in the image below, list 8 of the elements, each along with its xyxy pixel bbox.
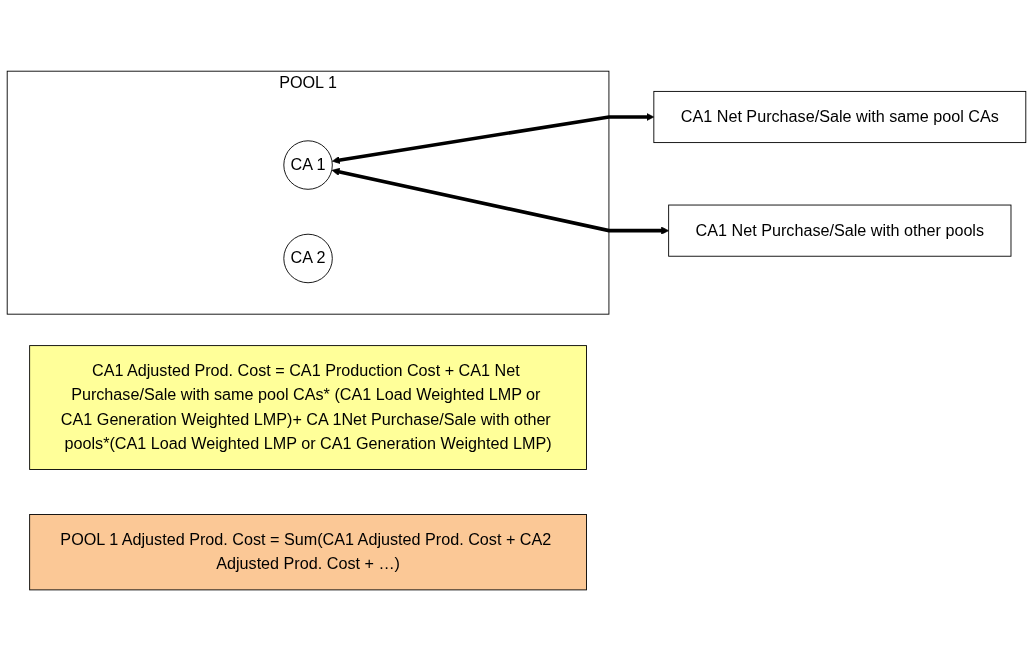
node-circle: CA 1: [283, 140, 333, 191]
node-box: POOL 1 Adjusted Prod. Cost = Sum(CA1 Adjusted Prod. Cost + CA2 Adjusted Prod. Cost + …): [29, 514, 587, 591]
node-box: CA1 Adjusted Prod. Cost = CA1 Production Cost + CA1 Net Purchase/Sale with same pool CAs* (CA1 Load Weighted LMP or CA1 Generation Weighted LMP)+ CA 1Net Purchase/Sale with other pools*(CA1 Load Weighted LMP or CA1 Generation Weighted LMP): [29, 345, 587, 471]
arrow: [332, 113, 655, 165]
node-box: CA1 Net Purchase/Sale with same pool CAs: [653, 91, 1027, 144]
arrow: [331, 168, 669, 236]
node-box: CA1 Net Purchase/Sale with other pools: [668, 205, 1012, 258]
node-circle: CA 2: [283, 234, 333, 284]
